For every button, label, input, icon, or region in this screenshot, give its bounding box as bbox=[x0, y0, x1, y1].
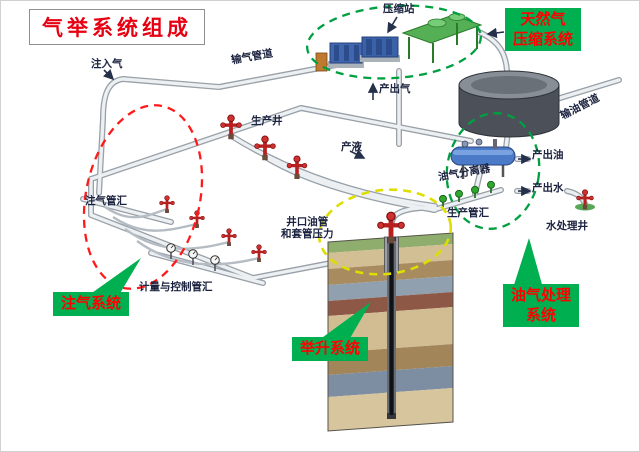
label-water-treatment-well: 水处理井 bbox=[546, 220, 588, 232]
label-processing-line1: 油气处理 bbox=[511, 287, 572, 304]
compression-label-arrow bbox=[486, 27, 505, 39]
lifting-system-ellipse bbox=[317, 188, 453, 276]
label-injection-system: 注气系统 bbox=[53, 292, 130, 316]
label-produced-oil: 产出油 bbox=[532, 149, 564, 161]
label-wellhead-pressure: 井口油管 和套管压力 bbox=[281, 216, 334, 240]
storage-tank bbox=[458, 70, 560, 138]
injection-callout-pointer bbox=[89, 258, 141, 295]
label-wellhead-pressure-line1: 井口油管 bbox=[286, 216, 329, 228]
flow-arrows bbox=[103, 16, 532, 197]
lifting-callout-pointer bbox=[319, 302, 371, 340]
label-production-well: 生产井 bbox=[251, 115, 283, 127]
label-production-manifold: 生产管汇 bbox=[447, 207, 489, 219]
label-lifting-system: 举升系统 bbox=[292, 337, 369, 361]
injection-hoses bbox=[104, 206, 260, 266]
label-processing-line2: 系统 bbox=[526, 306, 557, 324]
processing-callout-pointer bbox=[513, 238, 543, 288]
separator-vessel bbox=[450, 138, 516, 179]
label-metering-manifold: 计量与控制管汇 bbox=[139, 281, 213, 293]
label-compression-line2: 压缩系统 bbox=[513, 30, 574, 48]
compressor-station bbox=[315, 13, 483, 72]
well-bore bbox=[384, 236, 399, 419]
label-compression-line1: 天然气 bbox=[520, 11, 566, 28]
compressor-station-arrow bbox=[387, 16, 398, 34]
processing-system-ellipse bbox=[445, 112, 541, 230]
compression-system-ellipse bbox=[306, 4, 482, 80]
injection-gas-arrow bbox=[103, 69, 115, 81]
label-wellhead-pressure-line2: 和套管压力 bbox=[281, 228, 334, 241]
injection-system-ellipse bbox=[82, 104, 204, 290]
label-gas-injection-manifold: 注气管汇 bbox=[85, 195, 127, 207]
label-produced-gas: 产出气 bbox=[379, 83, 411, 95]
label-processing-system: 油气处理 系统 bbox=[503, 284, 580, 327]
label-injection-gas: 注入气 bbox=[91, 58, 123, 70]
label-produced-water: 产出水 bbox=[532, 182, 564, 194]
produced-liquid-arrow bbox=[349, 149, 366, 159]
label-compressor-station: 压缩站 bbox=[383, 3, 415, 15]
page-title: 气举系统组成 bbox=[29, 9, 205, 45]
label-compression-system: 天然气 压缩系统 bbox=[505, 8, 582, 51]
label-produced-liquid: 产液 bbox=[341, 141, 362, 153]
